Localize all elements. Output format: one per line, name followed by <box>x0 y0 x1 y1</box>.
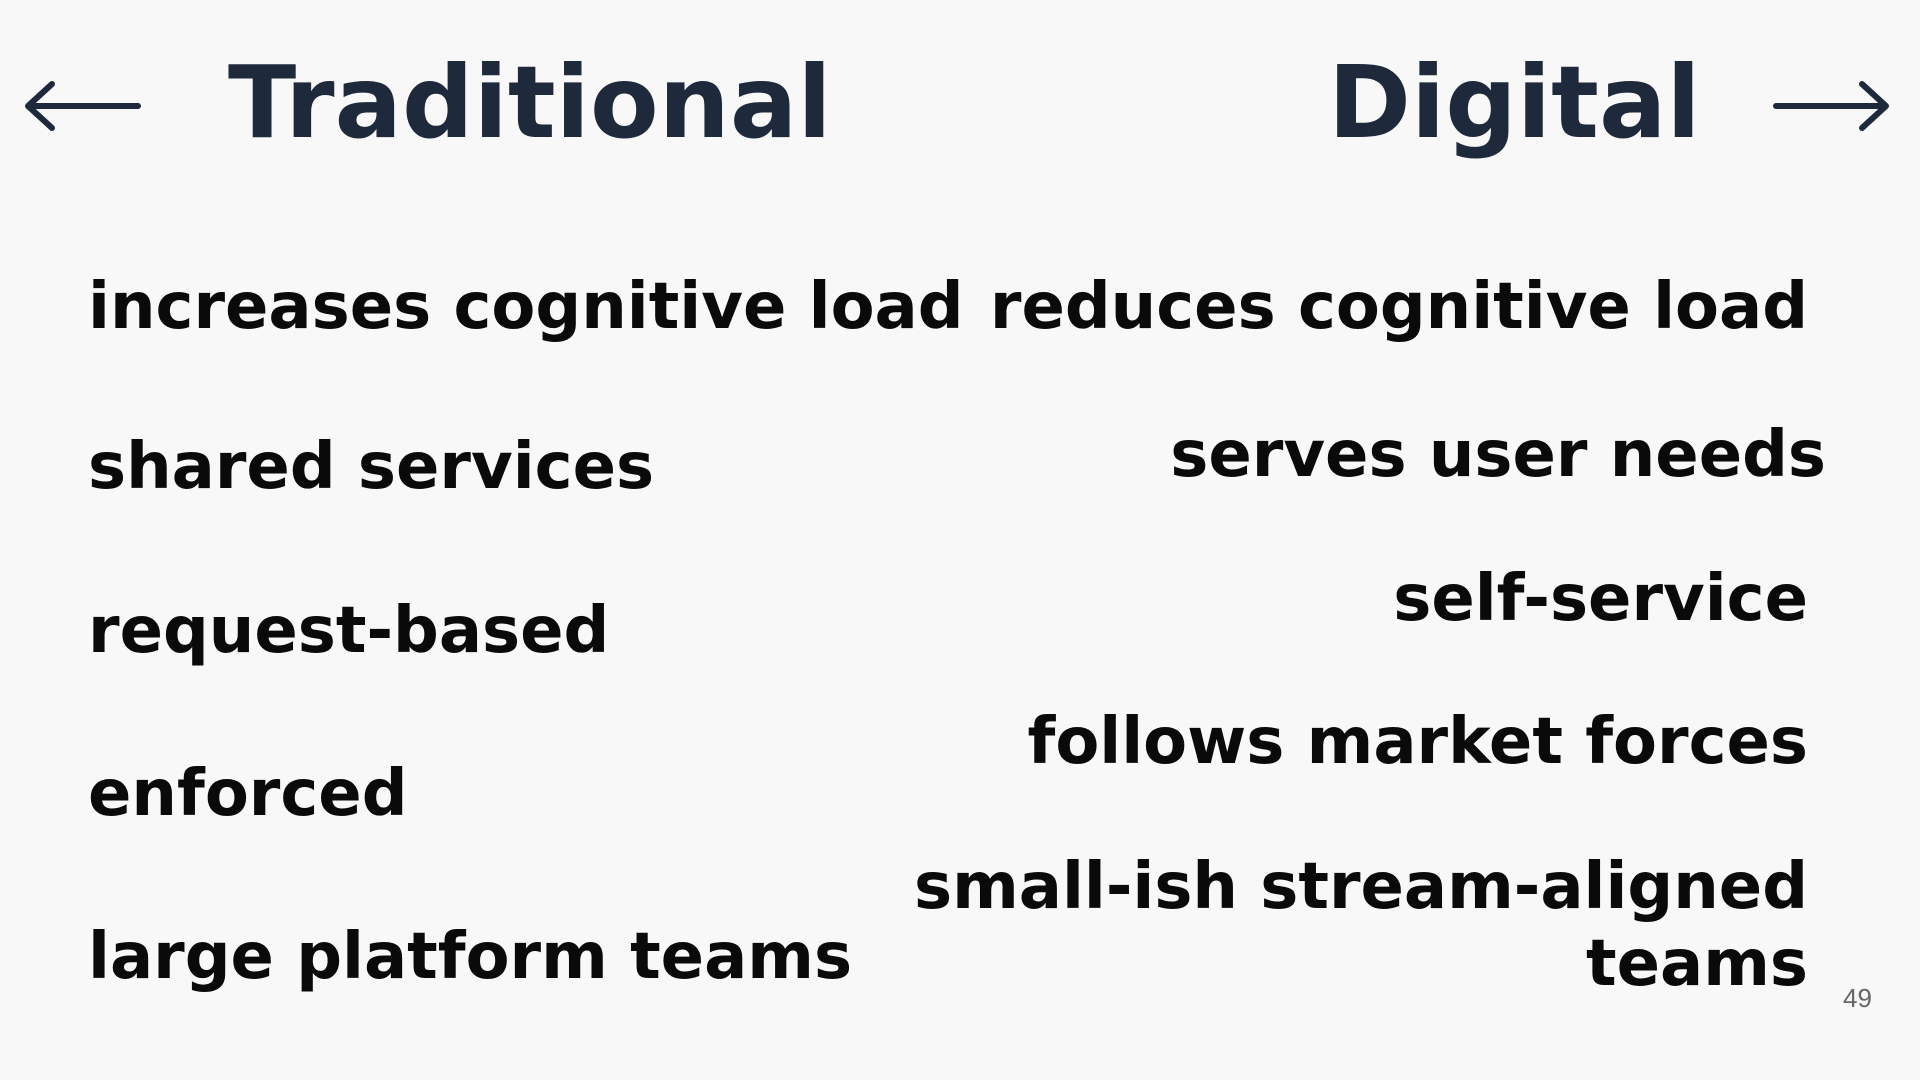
left-item: enforced <box>88 757 408 831</box>
arrow-left-icon <box>25 81 141 131</box>
right-item: self-service <box>1393 562 1808 636</box>
right-item: serves user needs <box>1170 418 1826 492</box>
right-item: teams <box>1586 927 1808 1001</box>
left-heading: Traditional <box>228 44 832 161</box>
right-item: reduces cognitive load <box>989 270 1808 344</box>
arrow-right-icon <box>1773 81 1889 131</box>
left-item: increases cognitive load <box>88 270 964 344</box>
page-number: 49 <box>1843 983 1872 1013</box>
right-heading: Digital <box>1328 44 1701 161</box>
left-item: shared services <box>88 430 655 504</box>
left-item: request-based <box>88 594 610 668</box>
right-item: small-ish stream-aligned <box>913 850 1808 924</box>
left-item: large platform teams <box>88 920 853 994</box>
right-item: follows market forces <box>1027 705 1808 779</box>
